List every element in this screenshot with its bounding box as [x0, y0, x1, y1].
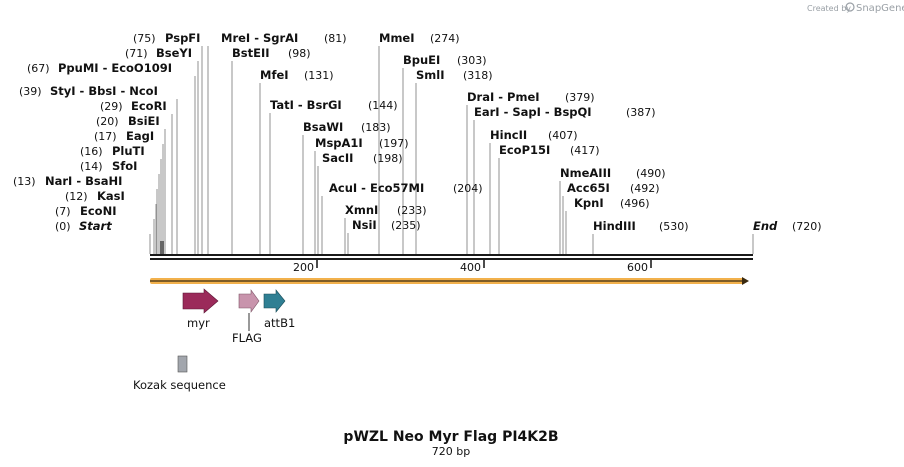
site-name[interactable]: End	[753, 219, 778, 233]
site-name[interactable]: PluTI	[112, 144, 145, 158]
site-name[interactable]: XmnI	[345, 203, 378, 217]
site-position: (144)	[368, 99, 398, 112]
site-position: (183)	[361, 121, 391, 134]
site-position: (379)	[565, 91, 595, 104]
site-name[interactable]: AcuI - Eco57MI	[329, 181, 424, 195]
primer-arrow-icon	[742, 277, 749, 285]
site-name[interactable]: SfoI	[112, 159, 137, 173]
site-position: (16)	[80, 145, 103, 158]
site-name[interactable]: PspFI	[165, 31, 200, 45]
site-name[interactable]: HindIII	[593, 219, 636, 233]
site-position: (14)	[80, 160, 103, 173]
site-position: (530)	[659, 220, 689, 233]
site-name[interactable]: DraI - PmeI	[467, 90, 540, 104]
site-position: (490)	[636, 167, 666, 180]
site-position: (318)	[463, 69, 493, 82]
site-position: (198)	[373, 152, 403, 165]
site-position: (407)	[548, 129, 578, 142]
site-name[interactable]: Acc65I	[567, 181, 610, 195]
feature-kozak-sequence[interactable]: Kozak sequence	[133, 355, 226, 392]
site-name[interactable]: MmeI	[379, 31, 415, 45]
site-position: (67)	[27, 62, 50, 75]
site-name[interactable]: NmeAIII	[560, 166, 611, 180]
site-name[interactable]: Start	[79, 219, 112, 233]
site-position: (39)	[19, 85, 42, 98]
site-name[interactable]: NarI - BsaHI	[45, 174, 122, 188]
tick-label: 400	[460, 261, 481, 274]
site-name[interactable]: BstEII	[232, 46, 270, 60]
site-name[interactable]: BsiEI	[128, 114, 160, 128]
site-position: (13)	[13, 175, 36, 188]
site-position: (274)	[430, 32, 460, 45]
site-name[interactable]: EcoNI	[80, 204, 116, 218]
site-name[interactable]: EagI	[126, 129, 154, 143]
ruler: 200 400 600	[293, 260, 652, 274]
feature-label-flag: FLAG	[232, 331, 262, 345]
site-name[interactable]: KasI	[97, 189, 125, 203]
site-position: (29)	[100, 100, 123, 113]
site-name[interactable]: MreI - SgrAI	[221, 31, 298, 45]
site-position: (20)	[96, 115, 119, 128]
site-name[interactable]: MfeI	[260, 68, 289, 82]
sequence-backbone	[150, 254, 753, 260]
site-position: (233)	[397, 204, 427, 217]
feature-label-kozak: Kozak sequence	[133, 378, 226, 392]
site-position: (0)	[55, 220, 71, 233]
site-name[interactable]: SacII	[322, 151, 353, 165]
primer-bar	[150, 277, 749, 285]
site-position: (720)	[792, 220, 822, 233]
site-name[interactable]: KpnI	[574, 196, 604, 210]
site-name[interactable]: HincII	[490, 128, 527, 142]
site-position: (7)	[55, 205, 71, 218]
feature-attb1[interactable]: attB1	[263, 289, 295, 330]
site-name[interactable]: EcoRI	[131, 99, 167, 113]
feature-myr[interactable]: myr	[182, 288, 219, 330]
site-position: (17)	[94, 130, 117, 143]
site-name[interactable]: NsiI	[352, 218, 377, 232]
site-position: (204)	[453, 182, 483, 195]
site-name[interactable]: MspA1I	[315, 136, 363, 150]
map-title: pWZL Neo Myr Flag PI4K2B	[343, 429, 558, 445]
site-position: (387)	[626, 106, 656, 119]
site-name[interactable]: EarI - SapI - BspQI	[474, 105, 592, 119]
site-position: (197)	[379, 137, 409, 150]
site-name[interactable]: PpuMI - EcoO109I	[58, 61, 172, 75]
feature-label-attb1: attB1	[264, 316, 295, 330]
site-leader-lines	[149, 46, 754, 254]
site-position: (417)	[570, 144, 600, 157]
site-position: (492)	[630, 182, 660, 195]
site-position: (81)	[324, 32, 347, 45]
site-position: (12)	[65, 190, 88, 203]
feature-flag[interactable]: FLAG	[232, 289, 262, 345]
site-name[interactable]: EcoP15I	[499, 143, 550, 157]
snapgene-logo-icon	[845, 2, 855, 12]
site-name[interactable]: SmlI	[416, 68, 445, 82]
brand-name: SnapGene	[856, 3, 904, 14]
credit-text: Created by	[807, 4, 851, 13]
site-position: (303)	[457, 54, 487, 67]
site-name[interactable]: BpuEI	[403, 53, 440, 67]
site-position: (131)	[304, 69, 334, 82]
site-position: (98)	[288, 47, 311, 60]
tick-label: 600	[627, 261, 648, 274]
site-labels: (75) PspFI (81) MreI - SgrAI (274) MmeI (71) Bs…	[13, 31, 822, 233]
site-name[interactable]: BseYI	[156, 46, 192, 60]
feature-label-myr: myr	[187, 316, 210, 330]
cluster-marker	[160, 241, 164, 254]
site-position: (75)	[133, 32, 156, 45]
tick-label: 200	[293, 261, 314, 274]
map-subtitle: 720 bp	[432, 445, 470, 458]
site-name[interactable]: TatI - BsrGI	[270, 98, 342, 112]
site-position: (496)	[620, 197, 650, 210]
site-name[interactable]: StyI - BbsI - NcoI	[50, 84, 158, 98]
site-position: (235)	[391, 219, 421, 232]
site-position: (71)	[125, 47, 148, 60]
site-name[interactable]: BsaWI	[303, 120, 343, 134]
